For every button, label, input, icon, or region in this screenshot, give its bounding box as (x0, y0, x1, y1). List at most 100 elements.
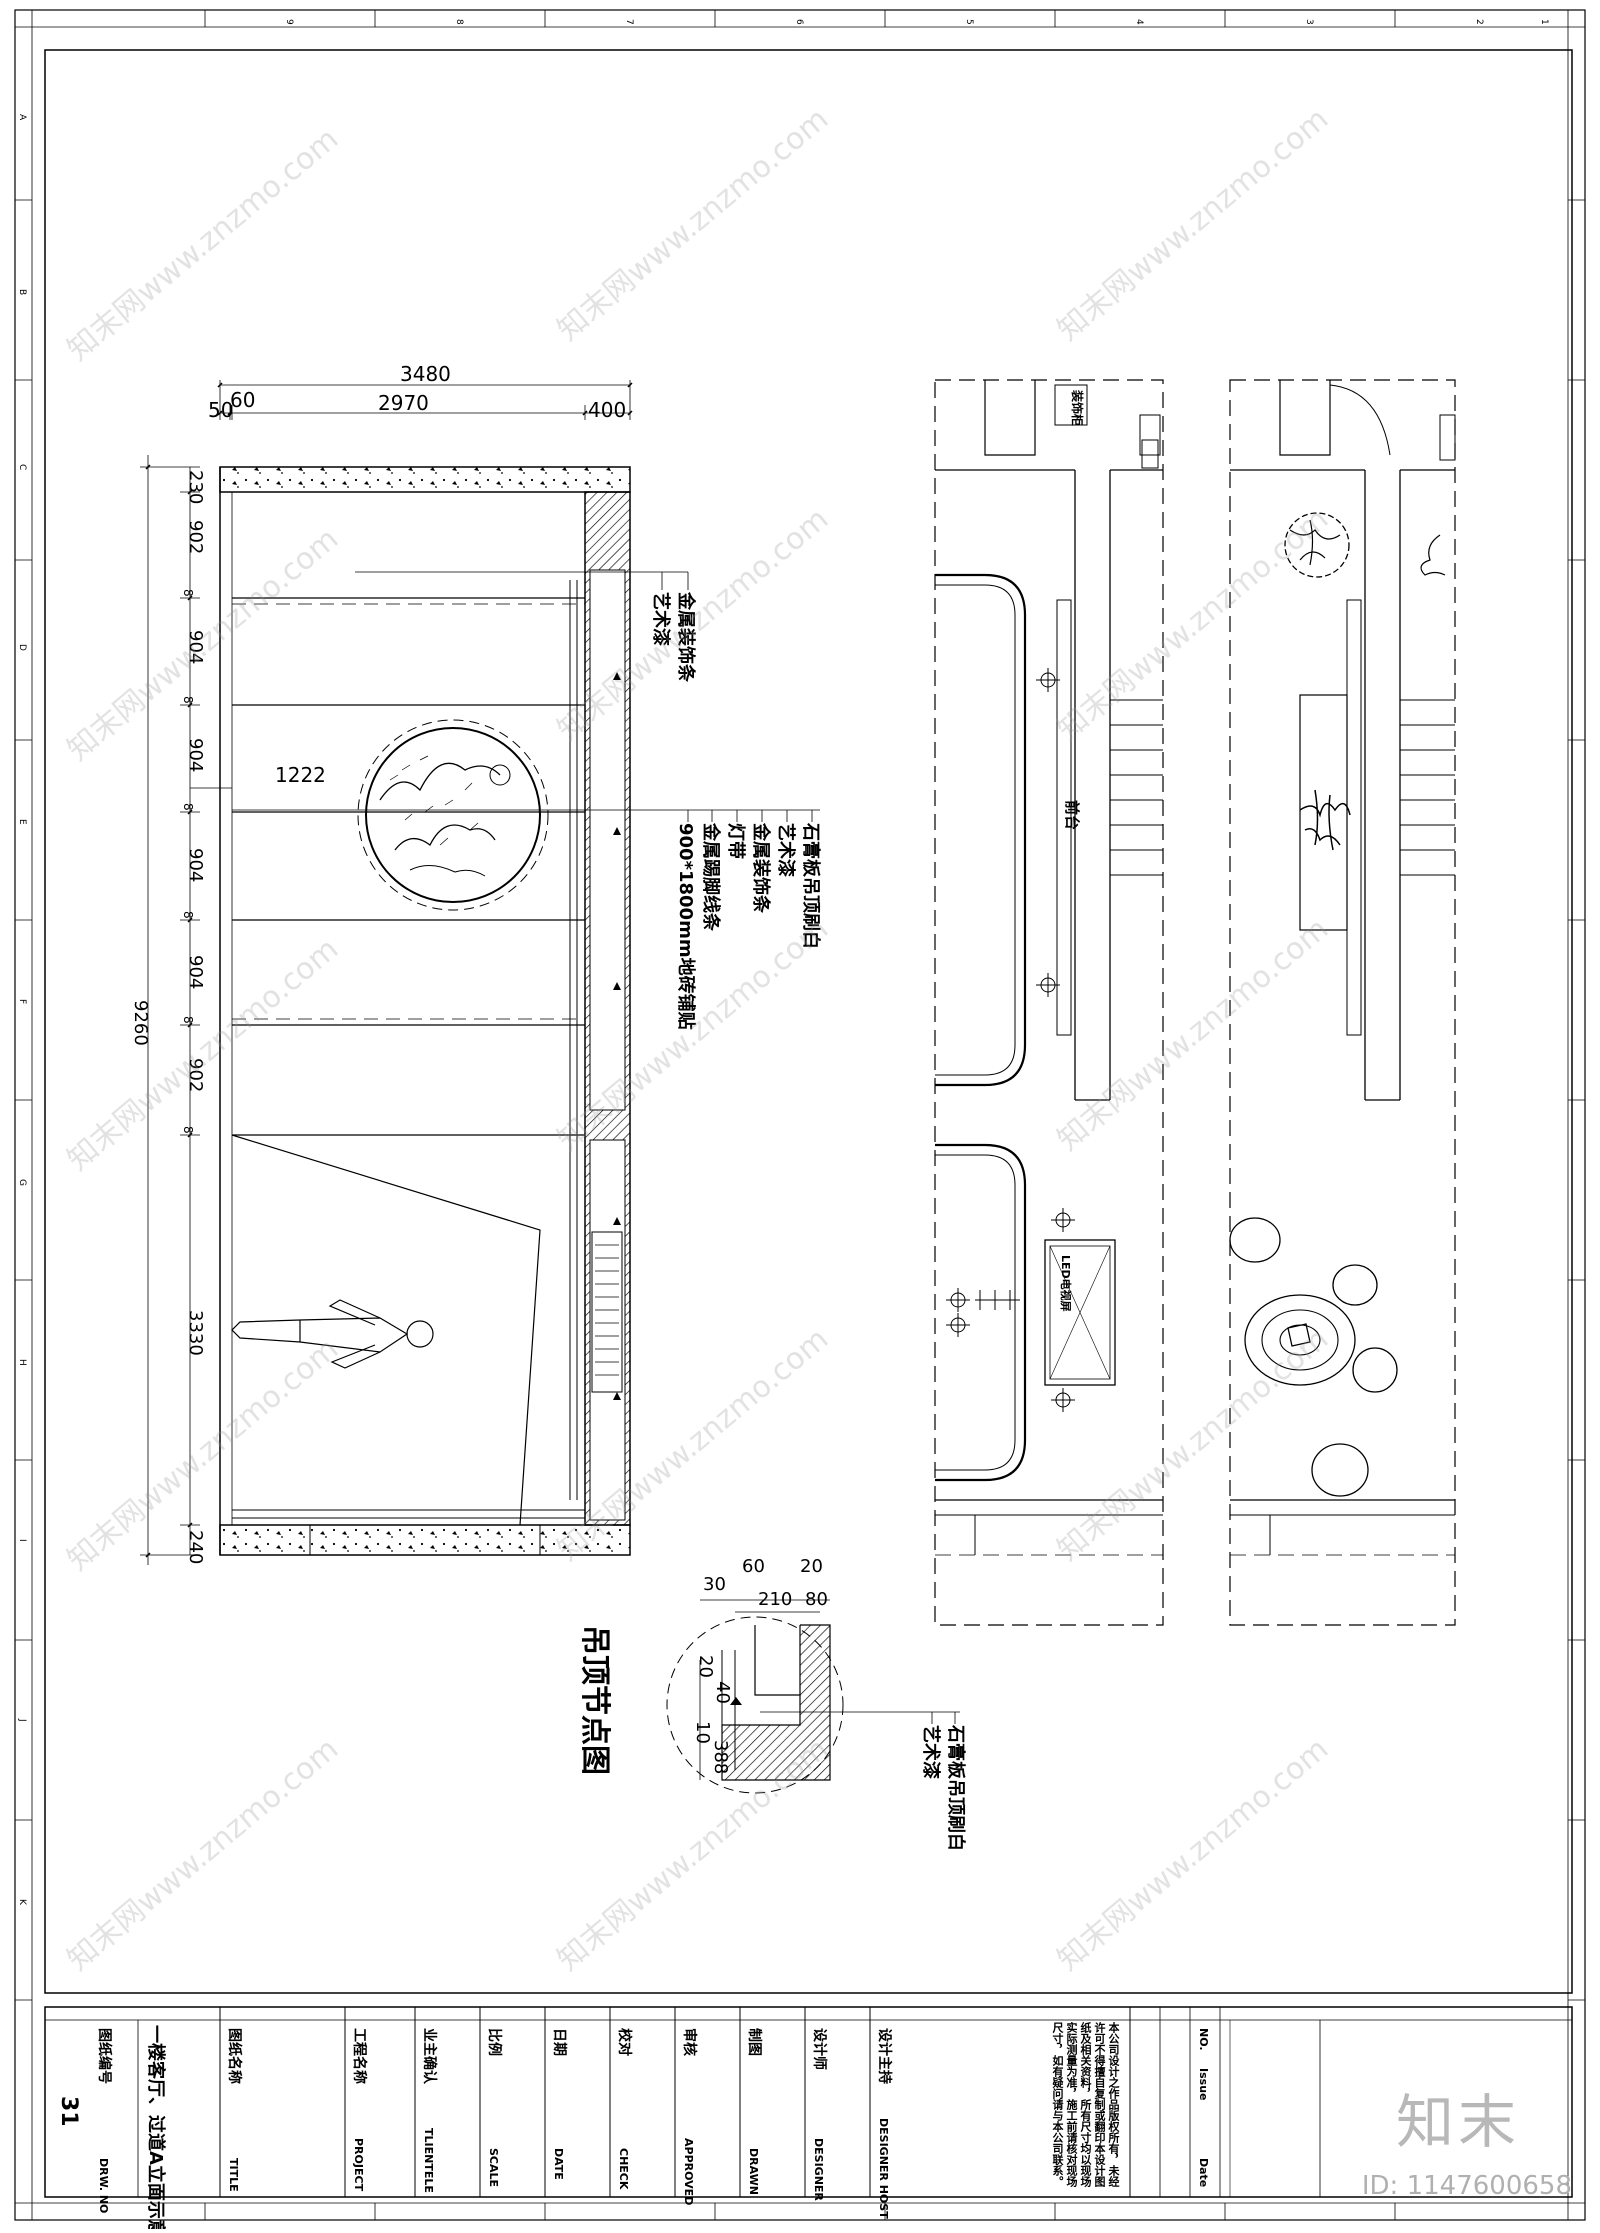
detail-dim-80: 80 (805, 1589, 828, 1610)
label-drawing-name: 图纸名称 (226, 2028, 243, 2084)
dim-left-904a: 904 (185, 630, 206, 664)
label-designer-en: DESIGNER (812, 2138, 825, 2201)
copyright-note: 本公司设计之作品版权所有，未经许可不得擅自复制或翻印本设计图纸及相关资料，所有尺… (1051, 2022, 1120, 2187)
detail-callout-art-paint: 艺术漆 (920, 1725, 942, 1779)
dim-circle: 1222 (275, 763, 326, 787)
border-labels: 9 8 7 6 5 4 3 2 1 A B C D E F G H I J K (17, 19, 1549, 1906)
dim-left-904b: 904 (185, 738, 206, 772)
inner-frame (44, 49, 1573, 1994)
label-project-en: PROJECT (352, 2138, 365, 2192)
label-drawing-no: 图纸编号 (96, 2028, 113, 2084)
detail-dim-side-388: 388 (710, 1740, 731, 1774)
border-number: 5 (964, 19, 974, 25)
dim-gap: 8 (181, 1126, 195, 1134)
border-number: 2 (1474, 19, 1484, 25)
label-approved-en: APPROVED (682, 2138, 695, 2205)
label-client-en: TLIENTELE (422, 2128, 435, 2193)
dim-left-902a: 902 (185, 520, 206, 554)
border-letter: K (17, 1899, 27, 1906)
detail-dim-30: 30 (703, 1574, 726, 1595)
callout-floor-tile: 900*1800mm地砖铺贴 (675, 823, 697, 1030)
detail-callout-gypsum: 石膏板吊顶刷白 (945, 1724, 967, 1851)
border-letter: A (17, 114, 27, 121)
label-no: NO. (1197, 2028, 1210, 2051)
ceiling-detail (666, 1599, 960, 1794)
floor-plan-left (934, 379, 1164, 1626)
drawing-no-value: 31 (56, 2096, 81, 2127)
detail-title: 吊顶节点图 (577, 1625, 612, 1775)
border-letter: J (17, 1718, 27, 1722)
dim-gap: 8 (181, 803, 195, 811)
border-letter: F (17, 999, 27, 1004)
border-letter: H (17, 1359, 27, 1366)
dim-gap: 8 (181, 911, 195, 919)
border-number: 7 (624, 19, 634, 25)
callout-lines (600, 571, 820, 822)
light-fittings (613, 672, 621, 1400)
title-block (44, 2006, 1573, 2198)
outer-frame (14, 9, 1586, 2221)
human-figure (231, 1299, 434, 1369)
border-number: 1 (1539, 19, 1549, 25)
border-letter: I (17, 1539, 27, 1542)
dim-left-240: 240 (185, 1530, 206, 1564)
dim-left-904d: 904 (185, 955, 206, 989)
callout-metal-skirting: 金属踢脚线条 (700, 822, 722, 932)
label-client: 业主确认 (421, 2028, 438, 2085)
elevation-dims-left-text: 9260 230 902 904 904 904 904 902 3330 24… (130, 470, 326, 1564)
plan-left-text: 装饰柜 前台 LED电视屏 (1059, 389, 1085, 1312)
label-date-en: DATE (552, 2148, 565, 2180)
label-issue: Issue (1197, 2068, 1210, 2100)
dim-left-230: 230 (185, 470, 206, 504)
dim-total-height: 9260 (130, 1000, 151, 1046)
dim-top-60: 60 (230, 388, 255, 412)
label-check-en: CHECK (617, 2148, 630, 2190)
dim-left-3330: 3330 (185, 1310, 206, 1356)
label-scale: 比例 (486, 2028, 503, 2056)
border-number: 3 (1304, 19, 1314, 25)
border-ticks (15, 10, 1585, 2220)
floor-plan-right (1229, 379, 1456, 1626)
drawing-name-value: 一楼客厅、过道A立面示意图 (145, 2025, 167, 2229)
detail-dim-side-20: 20 (695, 1655, 716, 1678)
border-number: 6 (794, 19, 804, 25)
elevation-dims-top-text: 3480 50 60 2970 400 (208, 362, 626, 422)
title-block-text: 图纸编号 DRW. NO 31 图纸名称 TITLE 一楼客厅、过道A立面示意图… (56, 2025, 1210, 2233)
detail-dim-side-10: 10 (692, 1721, 713, 1744)
border-number: 4 (1134, 19, 1144, 25)
label-director-en: DESIGNER HOST (877, 2118, 890, 2219)
elevation-dims-left (140, 455, 232, 1565)
callout-top-text: 金属装饰条 艺术漆 (650, 591, 697, 683)
dim-left-902b: 902 (185, 1058, 206, 1092)
label-approved: 审核 (681, 2028, 698, 2056)
label-date-col: Date (1197, 2158, 1210, 2187)
dim-total-width: 3480 (400, 362, 451, 386)
dim-top-50: 50 (208, 398, 233, 422)
round-artwork (357, 719, 549, 911)
label-date: 日期 (551, 2028, 567, 2056)
label-drawing-no-en: DRW. NO (97, 2158, 110, 2213)
border-number: 9 (284, 19, 294, 25)
plan-label-tv: LED电视屏 (1059, 1255, 1073, 1312)
label-drawn: 制图 (746, 2028, 763, 2056)
label-director: 设计主持 (876, 2028, 893, 2084)
detail-dim-20: 20 (800, 1556, 823, 1577)
detail-dim-side-40: 40 (712, 1681, 733, 1704)
callout-art-paint: 艺术漆 (650, 592, 672, 646)
label-check: 校对 (616, 2028, 633, 2056)
label-drawn-en: DRAWN (747, 2148, 760, 2195)
dim-gap: 8 (181, 1016, 195, 1024)
border-letter: C (17, 464, 27, 470)
label-scale-en: SCALE (487, 2148, 500, 2187)
brand-id: ID: 1147600658 (1361, 2171, 1572, 2201)
border-number: 8 (454, 19, 464, 25)
dim-top-2970: 2970 (378, 391, 429, 415)
dim-left-904c: 904 (185, 848, 206, 882)
brand-logo: 知末 (1395, 2088, 1520, 2156)
callout-metal-strip: 金属装饰条 (675, 591, 697, 683)
label-drawing-name-en: TITLE (227, 2158, 240, 2192)
elevation-dims-top (217, 380, 633, 420)
elevation-a (219, 466, 631, 1556)
